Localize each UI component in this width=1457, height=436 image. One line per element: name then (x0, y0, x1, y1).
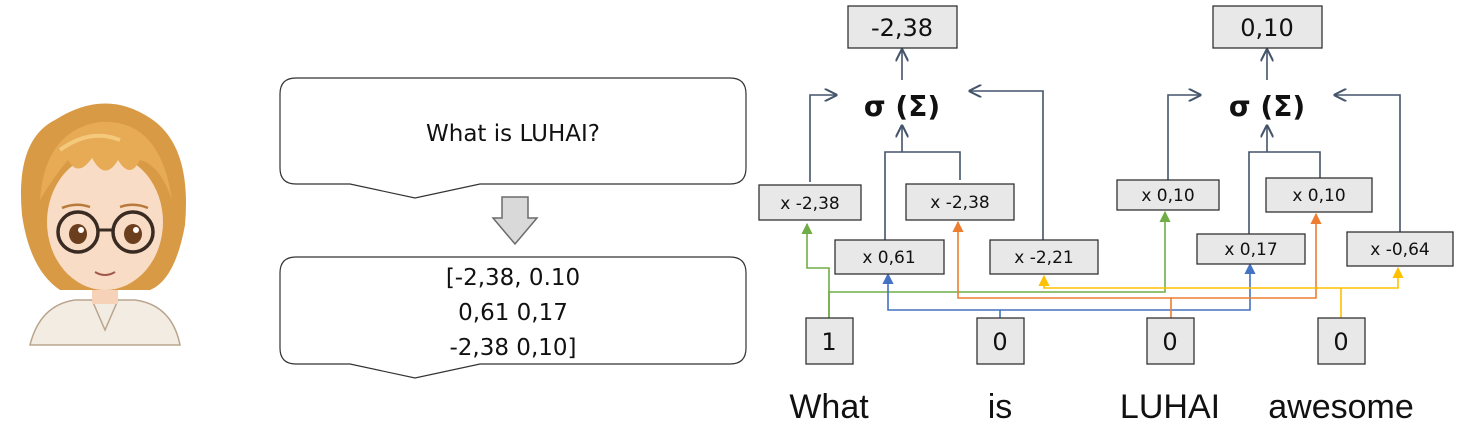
down-arrow-icon (491, 196, 539, 246)
input-value: 1 (821, 328, 836, 356)
weight-box: x -2,38 (780, 194, 839, 214)
neuron-2: 0,10 σ (Σ) x 0,10 x 0,17 x 0,10 x -0,64 (1116, 5, 1454, 267)
embedding-bubble: [-2,38, 0.10 0,61 0,17 -2,38 0,10] (279, 256, 747, 379)
weight-box: x -0,64 (1370, 240, 1429, 260)
input-value: 0 (1333, 328, 1348, 356)
weight-connections (809, 50, 1401, 240)
input-value: 0 (1162, 328, 1177, 356)
input-word: What (789, 388, 869, 426)
embedding-line: -2,38 0,10] (449, 335, 576, 361)
activation-label: σ (Σ) (864, 90, 940, 123)
weight-box: x -2,38 (930, 193, 989, 213)
weight-box: x 0,61 (862, 248, 915, 268)
neuron-output: -2,38 (871, 14, 933, 42)
weight-box: x 0,10 (1141, 186, 1194, 206)
embedding-line: 0,61 0,17 (458, 300, 568, 326)
input-layer: 1 What 0 is 0 LUHAI 0 awesome (789, 317, 1414, 426)
input-word: LUHAI (1120, 388, 1220, 426)
embedding-line: [-2,38, 0.10 (446, 265, 580, 291)
neuron-output: 0,10 (1240, 14, 1293, 42)
input-word: awesome (1268, 388, 1414, 426)
weight-box: x 0,10 (1292, 186, 1345, 206)
input-word: is (988, 388, 1013, 426)
input-connections (801, 210, 1404, 318)
anime-avatar-icon (20, 103, 187, 346)
neuron-1: -2,38 σ (Σ) x -2,38 x 0,61 x -2,38 x -2,… (758, 5, 1099, 275)
weight-box: x 0,17 (1224, 240, 1277, 260)
weight-box: x -2,21 (1014, 248, 1073, 268)
activation-label: σ (Σ) (1229, 90, 1305, 123)
input-value: 0 (992, 328, 1007, 356)
prompt-bubble: What is LUHAI? (279, 77, 747, 199)
prompt-text: What is LUHAI? (426, 121, 600, 147)
